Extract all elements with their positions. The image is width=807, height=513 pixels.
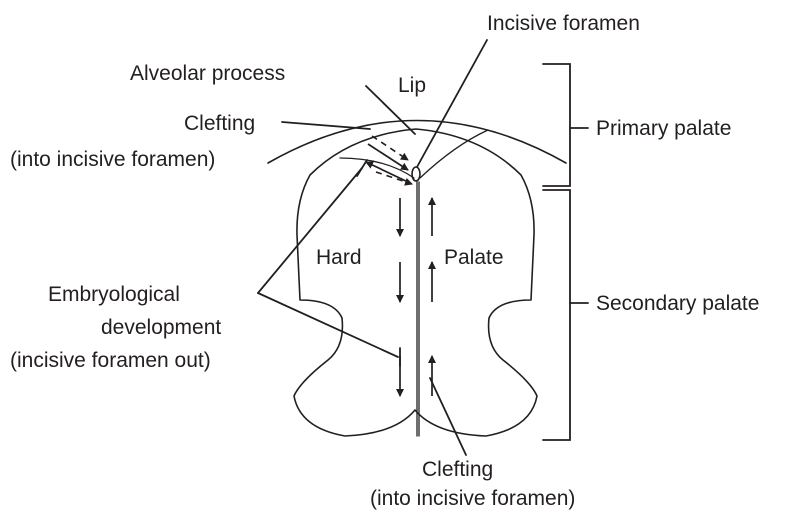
secondary-palate-label: Secondary palate — [596, 292, 759, 315]
secondary-palate-bracket — [543, 190, 570, 440]
palate-outline — [294, 129, 537, 436]
leader-embryo-1 — [258, 168, 362, 293]
primary-palate-boundary-right — [420, 130, 488, 178]
hard-label: Hard — [316, 246, 362, 269]
clefting-arrow-dashed-1 — [372, 136, 408, 160]
leader-incisive-foramen — [417, 40, 487, 167]
lip-label: Lip — [398, 74, 426, 97]
embryological-label-2: development — [101, 316, 221, 339]
embryological-label-3: (incisive foramen out) — [10, 349, 211, 372]
primary-palate-bracket — [543, 64, 570, 186]
lip-arc — [268, 121, 566, 164]
palate-label: Palate — [444, 246, 504, 269]
clefting-top-label: Clefting — [184, 112, 255, 135]
alveolar-process-label: Alveolar process — [130, 62, 285, 85]
primary-palate-label: Primary palate — [596, 117, 731, 140]
clefting-bottom-sublabel: (into incisive foramen) — [370, 487, 575, 510]
incisive-foramen-oval — [412, 167, 420, 181]
clefting-bottom-label: Clefting — [422, 458, 493, 481]
leader-clefting-bottom — [430, 378, 466, 455]
clefting-top-sublabel: (into incisive foramen) — [10, 148, 215, 171]
leader-clefting-top — [282, 122, 370, 129]
leader-embryo-2 — [258, 293, 398, 357]
embryological-label-1: Embryological — [48, 283, 180, 306]
incisive-foramen-label: Incisive foramen — [487, 12, 640, 35]
